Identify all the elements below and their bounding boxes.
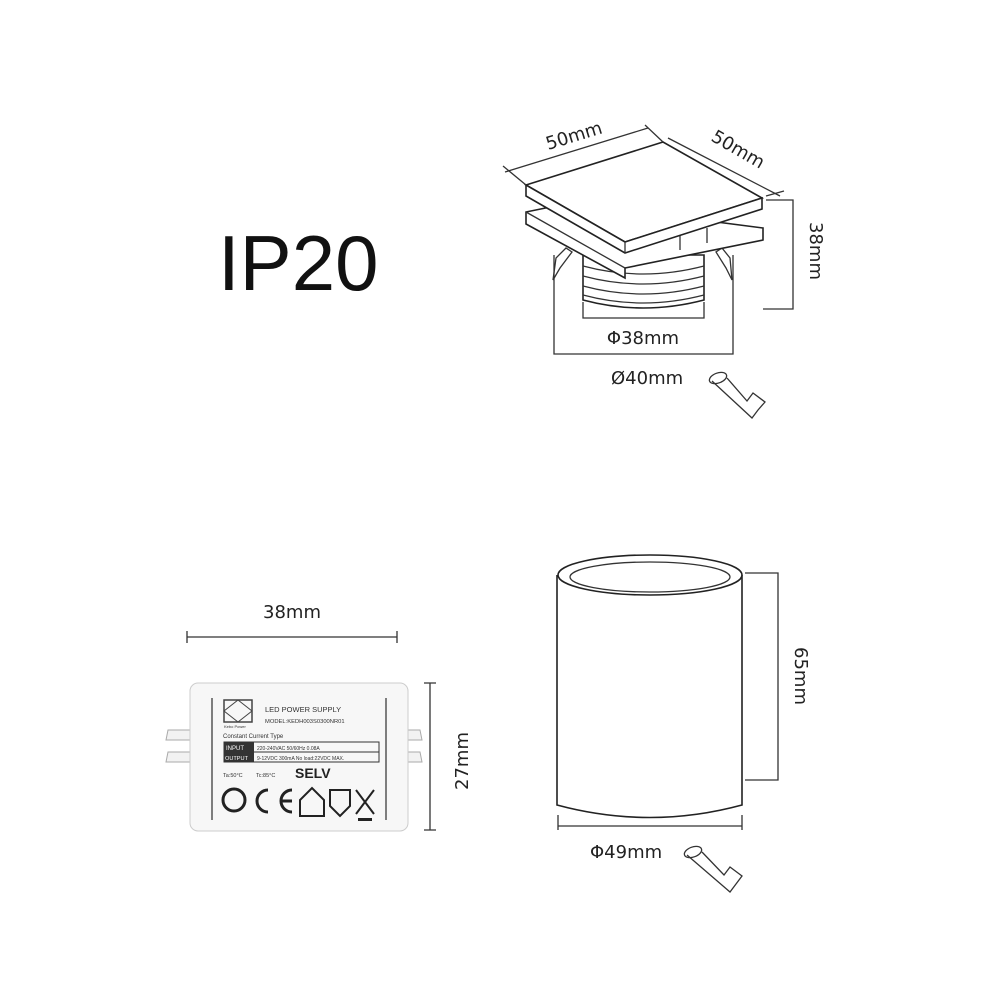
certification-marks (221, 786, 375, 821)
ip-rating: IP20 (218, 219, 378, 307)
cylinder-body (556, 575, 743, 819)
dim-line-cylinder-height (745, 572, 779, 781)
indoor-use-icon (299, 786, 325, 817)
label-ta: Ta:50°C (223, 773, 243, 779)
ce-mark-icon (255, 788, 269, 814)
fixture-drawing: 50mm 50mm 38mm Φ38mm Ø40mm (502, 118, 826, 419)
label-input-value: 220-240VAC 50/60Hz 0.08A (257, 746, 320, 752)
tuv-mark-icon (221, 787, 247, 813)
label-model: MODEL:KEDH003S0300NR01 (265, 719, 345, 725)
class-icon (329, 789, 351, 818)
driver-drawing: 38mm 27mm Kebo Power LED POWER SUPPLY MO… (165, 602, 473, 832)
dim-line-cylinder-diameter (557, 815, 743, 830)
dim-height: 38mm (805, 222, 826, 280)
svg-text:Kebo Power: Kebo Power (224, 724, 246, 729)
dim-inner-diameter: Φ38mm (607, 328, 679, 349)
label-input: INPUT (226, 746, 244, 752)
label-selv: SELV (295, 765, 331, 781)
label-type: Constant Current Type (223, 734, 284, 740)
dim-cutout-diameter: Ø40mm (611, 368, 683, 389)
cylinder-drawing: 65mm Φ49mm (556, 554, 811, 893)
spring-clip-left (552, 247, 573, 281)
dim-line-height (763, 199, 794, 310)
label-output: OUTPUT (225, 756, 249, 762)
dim-width: 50mm (543, 118, 605, 155)
brand-logo: Kebo Power (223, 699, 253, 729)
dim-driver-length: 38mm (263, 602, 321, 623)
dim-line-width (504, 127, 649, 173)
cylinder-top-outer (557, 554, 743, 596)
cylinder-top-inner (569, 561, 731, 593)
dim-driver-height: 27mm (452, 732, 473, 790)
label-tc: Tc:85°C (256, 773, 275, 779)
dim-line-driver-height (424, 682, 436, 831)
dim-cylinder-diameter: Φ49mm (590, 842, 662, 863)
label-output-value: 9-12VDC 300mA No load:22VDC MAX. (257, 756, 344, 762)
label-title: LED POWER SUPPLY (265, 705, 341, 714)
install-tool-icon (708, 371, 766, 419)
mount-tab-left (165, 729, 192, 763)
dim-line-depth (667, 137, 781, 197)
install-tool-icon (683, 845, 743, 893)
spring-clip-right (715, 247, 733, 281)
mount-tab-right (405, 729, 423, 763)
dim-line-inner-diameter (582, 302, 705, 319)
weee-bin-icon (355, 789, 375, 815)
dim-cylinder-height: 65mm (790, 647, 811, 705)
dim-depth: 50mm (708, 126, 769, 173)
dim-line-driver-length (186, 631, 398, 643)
dim-line-cutout (553, 255, 734, 355)
